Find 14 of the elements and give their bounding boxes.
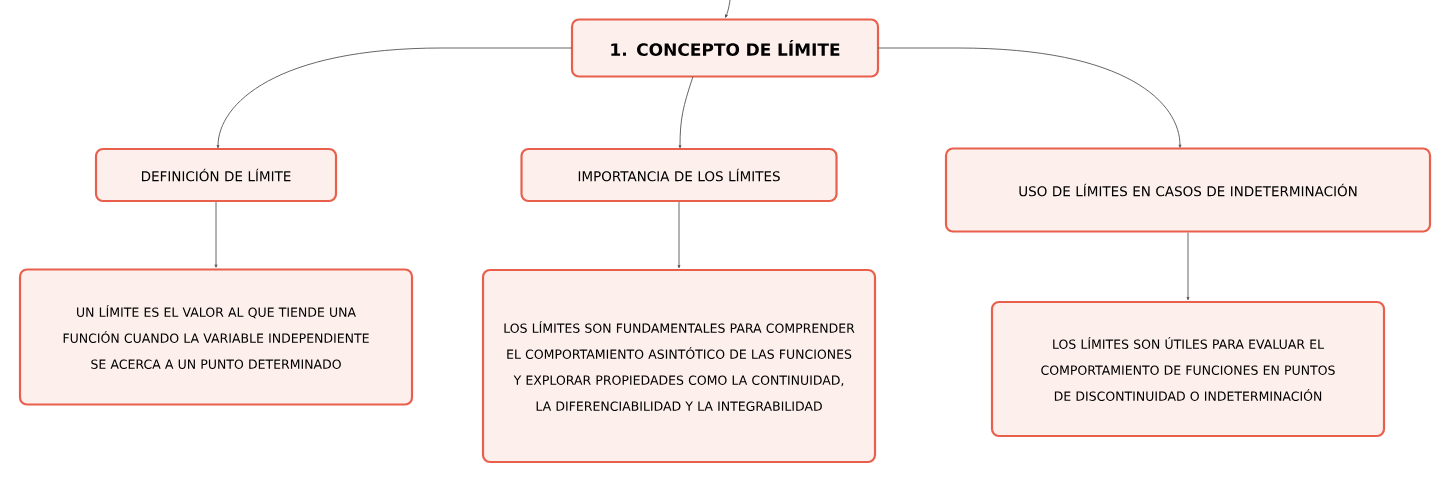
- arrow: [214, 201, 218, 268]
- description-box: LOS LÍMITES SON ÚTILES PARA EVALUAR EL COMPORTAMIENTO DE FUNCIONES EN PUNTOS DE DISCONTINUIDAD O INDETERMINACIÓN: [990, 300, 1386, 438]
- arrow: [877, 47, 1182, 148]
- topic-box: IMPORTANCIA DE LOS LÍMITES: [520, 147, 838, 203]
- description-box: UN LÍMITE ES EL VALOR AL QUE TIENDE UNA FUNCIÓN CUANDO LA VARIABLE INDEPENDIENTE SE ACERCA A UN PUNTO DETERMINADO: [18, 268, 414, 406]
- main-topic-box: 1. CONCEPTO DE LÍMITE: [570, 18, 880, 78]
- arrow: [678, 76, 694, 149]
- arrow: [1186, 232, 1190, 301]
- arrow: [216, 47, 573, 149]
- arrow: [677, 201, 681, 269]
- topic-box: DEFINICIÓN DE LÍMITE: [94, 147, 338, 203]
- arrow: [725, 0, 731, 18]
- topic-box: USO DE LÍMITES EN CASOS DE INDETERMINACIÓN: [944, 147, 1432, 233]
- description-box: LOS LÍMITES SON FUNDAMENTALES PARA COMPRENDER EL COMPORTAMIENTO ASINTÓTICO DE LAS FUNCIONES Y EXPLORAR PROPIEDADES COMO LA CONTINUIDAD, LA DIFERENCIABILIDAD Y LA INTEGRABILIDAD: [481, 268, 877, 464]
